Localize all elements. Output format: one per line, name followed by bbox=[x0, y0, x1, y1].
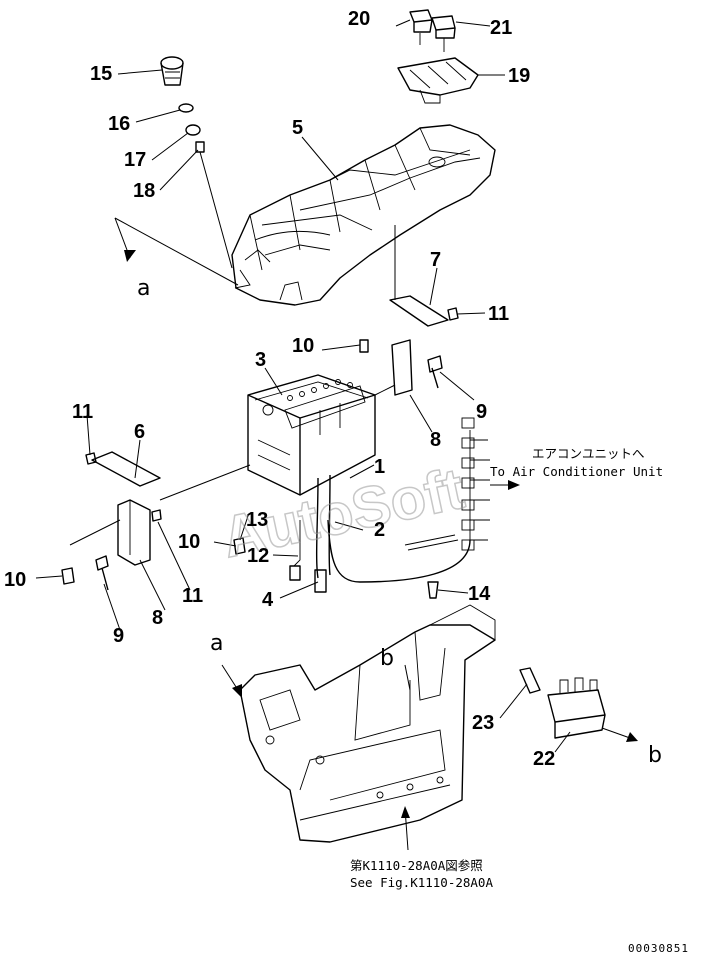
callout-5: 5 bbox=[292, 117, 303, 139]
callout-23: 23 bbox=[472, 712, 494, 734]
indicator-dots bbox=[287, 379, 353, 401]
callout-6: 6 bbox=[134, 421, 145, 443]
aircon-note-en: To Air Conditioner Unit bbox=[490, 464, 663, 479]
callout-19: 19 bbox=[508, 65, 530, 87]
bracket-left bbox=[91, 451, 161, 566]
callout-4: 4 bbox=[262, 589, 274, 611]
reference-note-en: See Fig.K1110-28A0A bbox=[350, 875, 493, 890]
callout-21: 21 bbox=[490, 17, 512, 39]
switch-panel-assembly bbox=[397, 9, 479, 104]
callout-2: 2 bbox=[374, 519, 385, 541]
callout-13: 13 bbox=[246, 509, 268, 531]
bracket-right bbox=[389, 295, 449, 396]
view-letter-a-bottom: a bbox=[210, 631, 223, 656]
knob-stack bbox=[160, 56, 233, 269]
callout-11-right: 11 bbox=[488, 303, 509, 325]
relay-block bbox=[547, 677, 606, 739]
callout-12: 12 bbox=[247, 545, 269, 567]
console-cover bbox=[231, 124, 496, 306]
callout-numbers: 20 21 19 15 16 17 18 5 7 11 10 3 9 8 1 2… bbox=[4, 8, 555, 770]
callout-18: 18 bbox=[133, 180, 155, 202]
view-letter-b-inner: b bbox=[380, 646, 394, 671]
wiring-harness bbox=[289, 417, 490, 593]
arrow-a-bottom bbox=[232, 684, 242, 698]
callout-9-left: 9 bbox=[113, 625, 124, 647]
view-letters: a a b b bbox=[137, 276, 662, 768]
arrow-b bbox=[626, 732, 638, 742]
callout-9-right: 9 bbox=[476, 401, 487, 423]
arrow-aircon bbox=[508, 480, 520, 490]
arrow-ref bbox=[401, 806, 410, 818]
leader-lines bbox=[35, 19, 571, 753]
fasteners bbox=[61, 307, 541, 694]
callout-10-top: 10 bbox=[292, 335, 314, 357]
callout-1: 1 bbox=[374, 456, 385, 478]
reference-note-jp: 第K1110-28A0A図参照 bbox=[350, 858, 483, 873]
view-letter-b-right: b bbox=[648, 743, 662, 768]
aircon-connectors bbox=[461, 417, 490, 551]
aircon-note-jp: エアコンユニットへ bbox=[532, 446, 645, 461]
callout-11-left-bottom: 11 bbox=[182, 585, 203, 607]
callout-15: 15 bbox=[90, 63, 112, 85]
monitor-panel bbox=[247, 374, 376, 496]
callout-8-left: 8 bbox=[152, 607, 163, 629]
callout-20: 20 bbox=[348, 8, 370, 30]
callout-14: 14 bbox=[468, 583, 491, 605]
callout-10-left: 10 bbox=[4, 569, 26, 591]
direction-arrows bbox=[114, 217, 638, 851]
callout-17: 17 bbox=[124, 149, 146, 171]
callout-16: 16 bbox=[108, 113, 130, 135]
notes: エアコンユニットへ To Air Conditioner Unit 第K1110… bbox=[350, 446, 663, 890]
callout-11-left-top: 11 bbox=[72, 401, 93, 423]
callout-3: 3 bbox=[255, 349, 266, 371]
arrow-a-top bbox=[124, 250, 136, 262]
view-letter-a-top: a bbox=[137, 276, 150, 301]
callout-10-mid: 10 bbox=[178, 531, 200, 553]
lower-frame bbox=[239, 604, 496, 843]
callout-8-right: 8 bbox=[430, 429, 441, 451]
document-number: 00030851 bbox=[628, 942, 689, 955]
callout-22: 22 bbox=[533, 748, 555, 770]
callout-7: 7 bbox=[430, 249, 441, 271]
